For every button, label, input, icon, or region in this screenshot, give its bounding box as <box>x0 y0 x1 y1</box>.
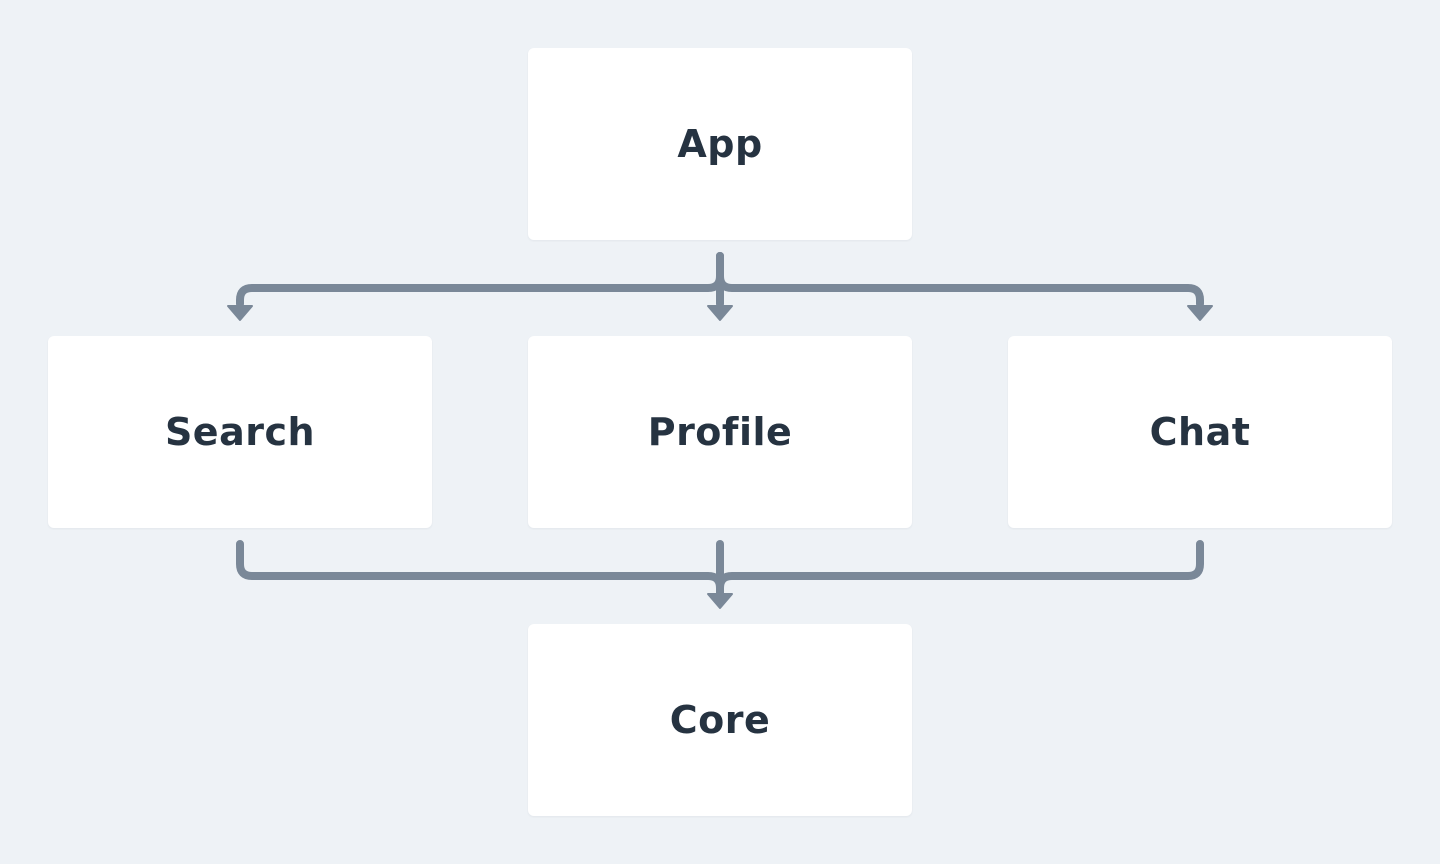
node-app: App <box>528 48 912 240</box>
node-profile: Profile <box>528 336 912 528</box>
node-chat: Chat <box>1008 336 1392 528</box>
node-search: Search <box>48 336 432 528</box>
edge-search-core <box>236 540 724 596</box>
edge-chat-core <box>716 540 1204 596</box>
arrowhead-chat-icon <box>1187 305 1213 321</box>
node-label-app: App <box>677 122 763 166</box>
edge-app-chat <box>716 252 1204 308</box>
node-core: Core <box>528 624 912 816</box>
edge-app-search <box>236 252 724 308</box>
node-label-search: Search <box>164 410 316 454</box>
arrowhead-profile-icon <box>707 305 733 321</box>
arrowhead-search-icon <box>227 305 253 321</box>
arrowhead-core-icon <box>707 593 733 609</box>
node-label-profile: Profile <box>647 410 793 454</box>
node-label-core: Core <box>669 698 771 742</box>
node-label-chat: Chat <box>1149 410 1251 454</box>
